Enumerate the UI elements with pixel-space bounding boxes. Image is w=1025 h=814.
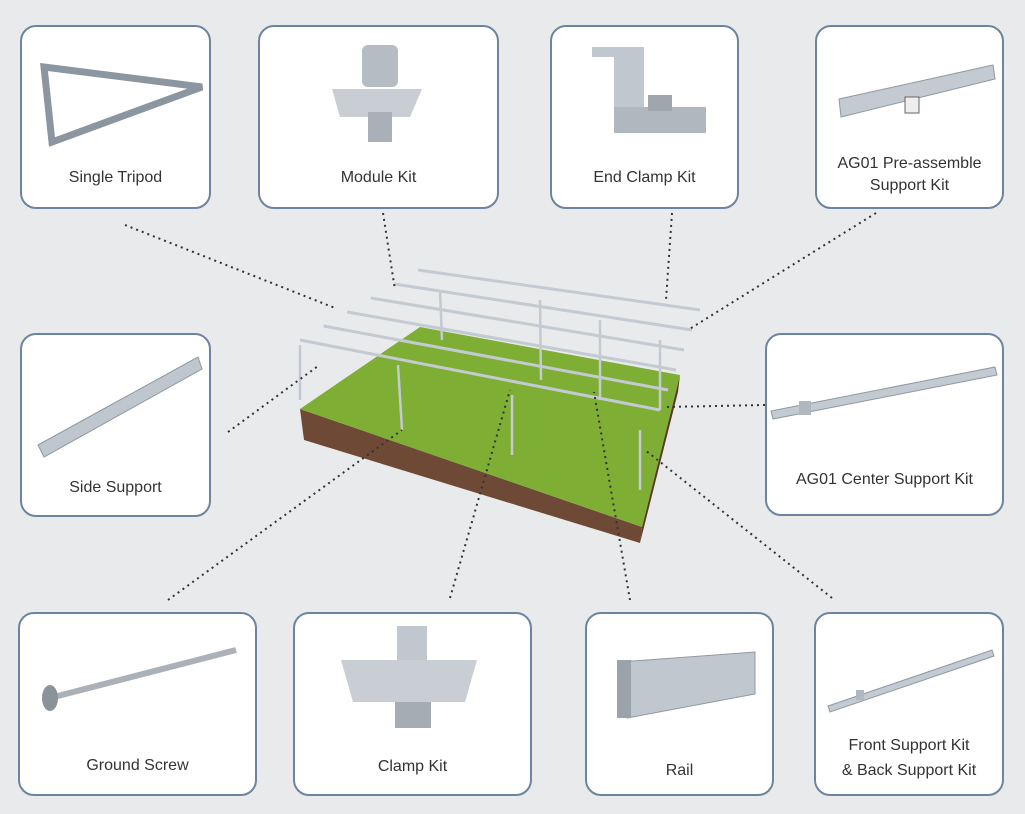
front-support-label: Front Support Kit: [848, 737, 970, 754]
center-support-icon: [770, 366, 998, 420]
ag01-preassemble-label-1: AG01 Pre-assemble: [837, 155, 982, 172]
clamp-kit-icon: [341, 626, 477, 728]
leader-line: [449, 389, 511, 599]
rail-bar: [323, 324, 669, 392]
ground-screw-icon: [42, 647, 237, 711]
card-front-back-support-kit: Front Support Kit & Back Support Kit: [814, 612, 1004, 796]
card-module-kit: Module Kit: [258, 25, 499, 209]
preassemble-support-icon: [838, 64, 996, 118]
module-kit-icon: [332, 45, 422, 142]
front-back-support-icon: [827, 649, 995, 713]
leader-line: [644, 449, 833, 599]
rail-bar: [370, 296, 685, 352]
rail-label: Rail: [665, 762, 694, 779]
single-tripod-label: Single Tripod: [68, 169, 163, 186]
rail-bar: [417, 268, 701, 312]
card-end-clamp-kit: End Clamp Kit: [550, 25, 739, 209]
card-ag01-preassemble-support-kit: AG01 Pre-assemble Support Kit: [815, 25, 1004, 209]
leader-line: [167, 429, 403, 601]
leader-line: [687, 212, 877, 331]
leader-line: [664, 404, 766, 408]
mounting-frame: [298, 268, 701, 490]
back-support-label: & Back Support Kit: [841, 762, 977, 779]
leader-line: [124, 224, 336, 309]
leader-line: [227, 365, 319, 433]
ag01-preassemble-label-2: Support Kit: [869, 177, 950, 194]
card-single-tripod: Single Tripod: [20, 25, 211, 209]
card-clamp-kit: Clamp Kit: [293, 612, 532, 796]
ground-screw-label: Ground Screw: [86, 757, 189, 774]
card-side-support: Side Support: [20, 333, 211, 517]
support-post: [396, 364, 404, 431]
support-post: [538, 299, 543, 381]
rail-bar: [346, 310, 677, 372]
card-ag01-center-support-kit: AG01 Center Support Kit: [765, 333, 1004, 516]
module-kit-label: Module Kit: [340, 169, 417, 186]
leader-line: [665, 212, 673, 301]
rail-icon: [617, 651, 756, 719]
tripod-icon: [40, 62, 204, 147]
leader-lines: [124, 212, 877, 601]
ground-block: [300, 327, 680, 543]
leader-line: [593, 391, 631, 601]
end-clamp-kit-label: End Clamp Kit: [593, 169, 696, 186]
rail-bar: [394, 282, 693, 332]
side-support-label: Side Support: [69, 479, 162, 496]
card-ground-screw: Ground Screw: [18, 612, 257, 796]
end-clamp-icon: [592, 47, 706, 133]
ag01-center-label: AG01 Center Support Kit: [796, 471, 973, 488]
support-post: [438, 289, 444, 341]
card-rail: Rail: [585, 612, 774, 796]
clamp-kit-label: Clamp Kit: [377, 758, 448, 775]
leader-line: [382, 212, 396, 291]
side-support-icon: [37, 356, 203, 458]
